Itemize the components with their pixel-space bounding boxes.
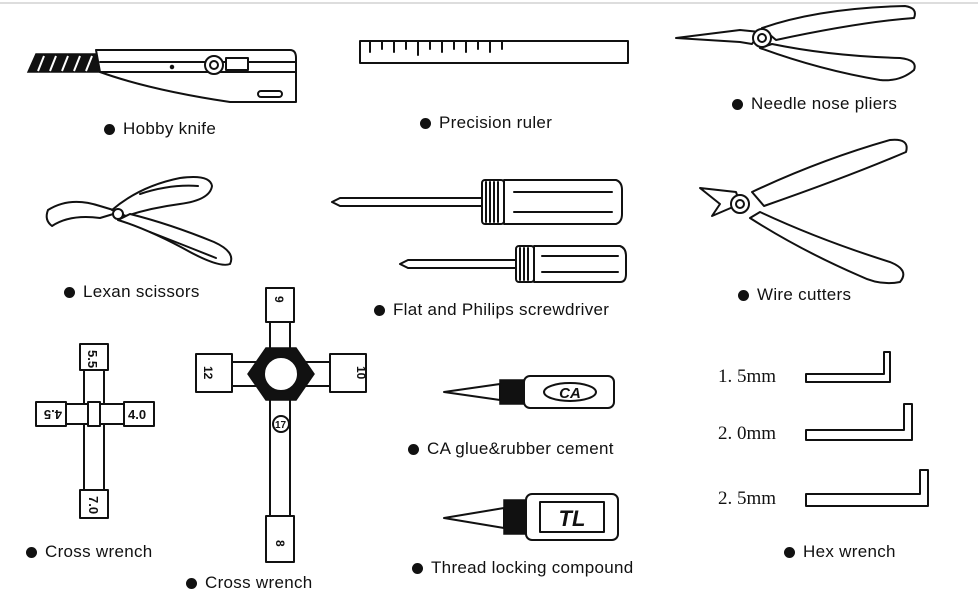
size-label: 8 [273,540,287,547]
bullet-dot [374,304,385,316]
size-label: 7.0 [86,496,101,514]
hobby-knife-icon [26,49,297,103]
caption-text: Cross wrench [205,573,313,592]
caption-screwdriver: Flat and Philips screwdriver [374,300,609,320]
ca-label: CA [559,385,581,402]
tl-label: TL [559,506,586,531]
bullet-dot [186,577,197,589]
caption-text: Precision ruler [439,113,553,132]
caption-text: Wire cutters [757,285,852,304]
caption-text: Flat and Philips screwdriver [393,300,610,319]
caption-text: Lexan scissors [83,282,200,301]
caption-hobby-knife: Hobby knife [104,119,216,139]
caption-needle-nose-pliers: Needle nose pliers [732,94,897,114]
bullet-dot [420,117,431,129]
precision-ruler-icon [359,40,629,64]
bullet-dot [738,289,749,301]
caption-cross-wrench-small: Cross wrench [26,542,153,562]
hex-size-label: 2. 0mm [718,423,777,444]
phillips-screwdriver-icon [331,179,623,225]
hex-size-label: 2. 5mm [718,488,777,509]
caption-text: Cross wrench [45,542,153,561]
hex-size-label: 1. 5mm [718,366,777,387]
caption-text: Hex wrench [803,542,896,561]
caption-text: CA glue&rubber cement [427,439,614,458]
hex-wrench-icon [805,351,929,507]
bullet-dot [104,123,115,135]
size-label: 4.5 [44,407,62,422]
bullet-dot [26,546,37,558]
size-label: 9 [272,296,286,303]
caption-precision-ruler: Precision ruler [420,113,552,133]
caption-ca-glue: CA glue&rubber cement [408,439,614,459]
caption-cross-wrench-large: Cross wrench [186,573,313,592]
flat-screwdriver-icon [399,245,627,283]
caption-text: Needle nose pliers [751,94,898,113]
small-cross-wrench-icon: 5.5 4.5 4.0 7.0 [35,343,155,519]
size-label: 4.0 [128,407,146,422]
size-label: 5.5 [85,350,100,368]
bullet-dot [412,562,423,574]
bullet-dot [64,286,75,298]
lexan-scissors-icon [45,176,233,266]
thread-locking-bottle-icon: TL [443,493,619,541]
size-label: 10 [354,366,368,380]
size-label: 12 [201,366,215,380]
needle-nose-pliers-icon [675,5,916,82]
wire-cutters-icon [699,138,908,285]
caption-hex-wrench: Hex wrench [784,542,896,562]
bullet-dot [408,443,419,455]
bullet-dot [732,98,743,110]
caption-text: Hobby knife [123,119,217,138]
caption-text: Thread locking compound [431,558,634,577]
ca-glue-bottle-icon: CA [443,375,615,409]
large-cross-wrench-icon: 9 12 10 17 8 [195,287,368,563]
bullet-dot [784,546,795,558]
size-label: 17 [275,420,287,431]
caption-lexan-scissors: Lexan scissors [64,282,200,302]
caption-wire-cutters: Wire cutters [738,285,851,305]
caption-thread-locking: Thread locking compound [412,558,634,578]
